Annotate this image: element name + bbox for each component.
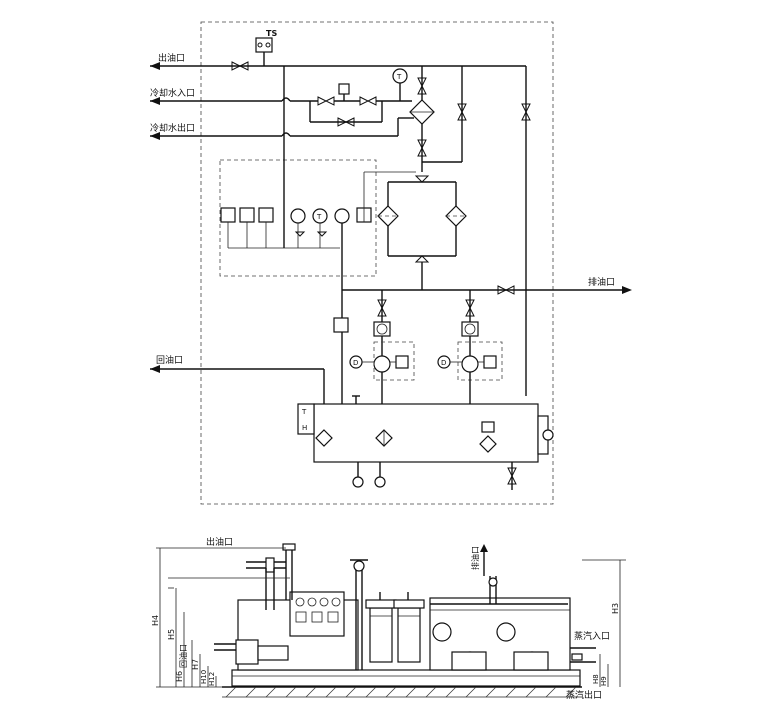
duplex-filter-assembly (377, 175, 467, 290)
elevation-view (156, 543, 626, 698)
thermometer-icon (392, 68, 408, 101)
label-oil-out: 出油口 (158, 52, 185, 64)
label-ts: TS (266, 29, 277, 38)
dim-h8: H8 (592, 674, 600, 684)
oil-cooler-icon (409, 99, 435, 125)
pump-1-mark: D (353, 359, 358, 367)
pump-2-mark: D (441, 359, 446, 367)
cooler-risers (417, 66, 531, 396)
oil-out-line (150, 61, 526, 71)
schematic-frame (200, 21, 554, 505)
dim-h12: H12 (208, 672, 216, 686)
dim-h4: H4 (151, 615, 160, 626)
temperature-switch-icon (255, 37, 273, 66)
cooling-water-out-line (150, 117, 414, 140)
thermometer-letter: T (396, 73, 402, 81)
label-oil-return: 回油口 (156, 354, 183, 366)
dim-h10: H10 (200, 670, 208, 684)
oil-return-line (150, 365, 325, 404)
instrument-panel-frame (219, 159, 377, 277)
cooling-water-in-line (150, 96, 412, 106)
elev-label-oil-return: 回油口 (178, 644, 188, 668)
instrument-panel (220, 171, 416, 290)
elev-label-drain: 排油口 (470, 546, 480, 570)
label-cooling-water-out: 冷却水出口 (150, 122, 195, 134)
pump-group (333, 290, 503, 404)
label-drain-outlet: 排油口 (588, 276, 615, 288)
panel-thermometer-letter: T (316, 213, 322, 221)
dim-h7: H7 (191, 659, 200, 670)
dim-h9: H9 (600, 676, 608, 686)
tank-tag-top: T (301, 408, 307, 416)
drain-line (342, 285, 632, 295)
elev-label-steam-in: 蒸汽入口 (574, 630, 610, 642)
dim-h5: H5 (167, 629, 176, 640)
label-cooling-water-in: 冷却水入口 (150, 87, 195, 99)
elev-label-steam-out: 蒸汽出口 (566, 689, 602, 701)
tank-tag-bottom: H (302, 424, 307, 432)
elev-label-oil-out: 出油口 (206, 536, 233, 548)
solenoid-valve-icon (338, 83, 350, 101)
cooling-bypass (309, 101, 383, 127)
oil-tank (297, 395, 554, 490)
dim-h6: H6 (175, 671, 184, 682)
dim-h3: H3 (611, 603, 620, 614)
